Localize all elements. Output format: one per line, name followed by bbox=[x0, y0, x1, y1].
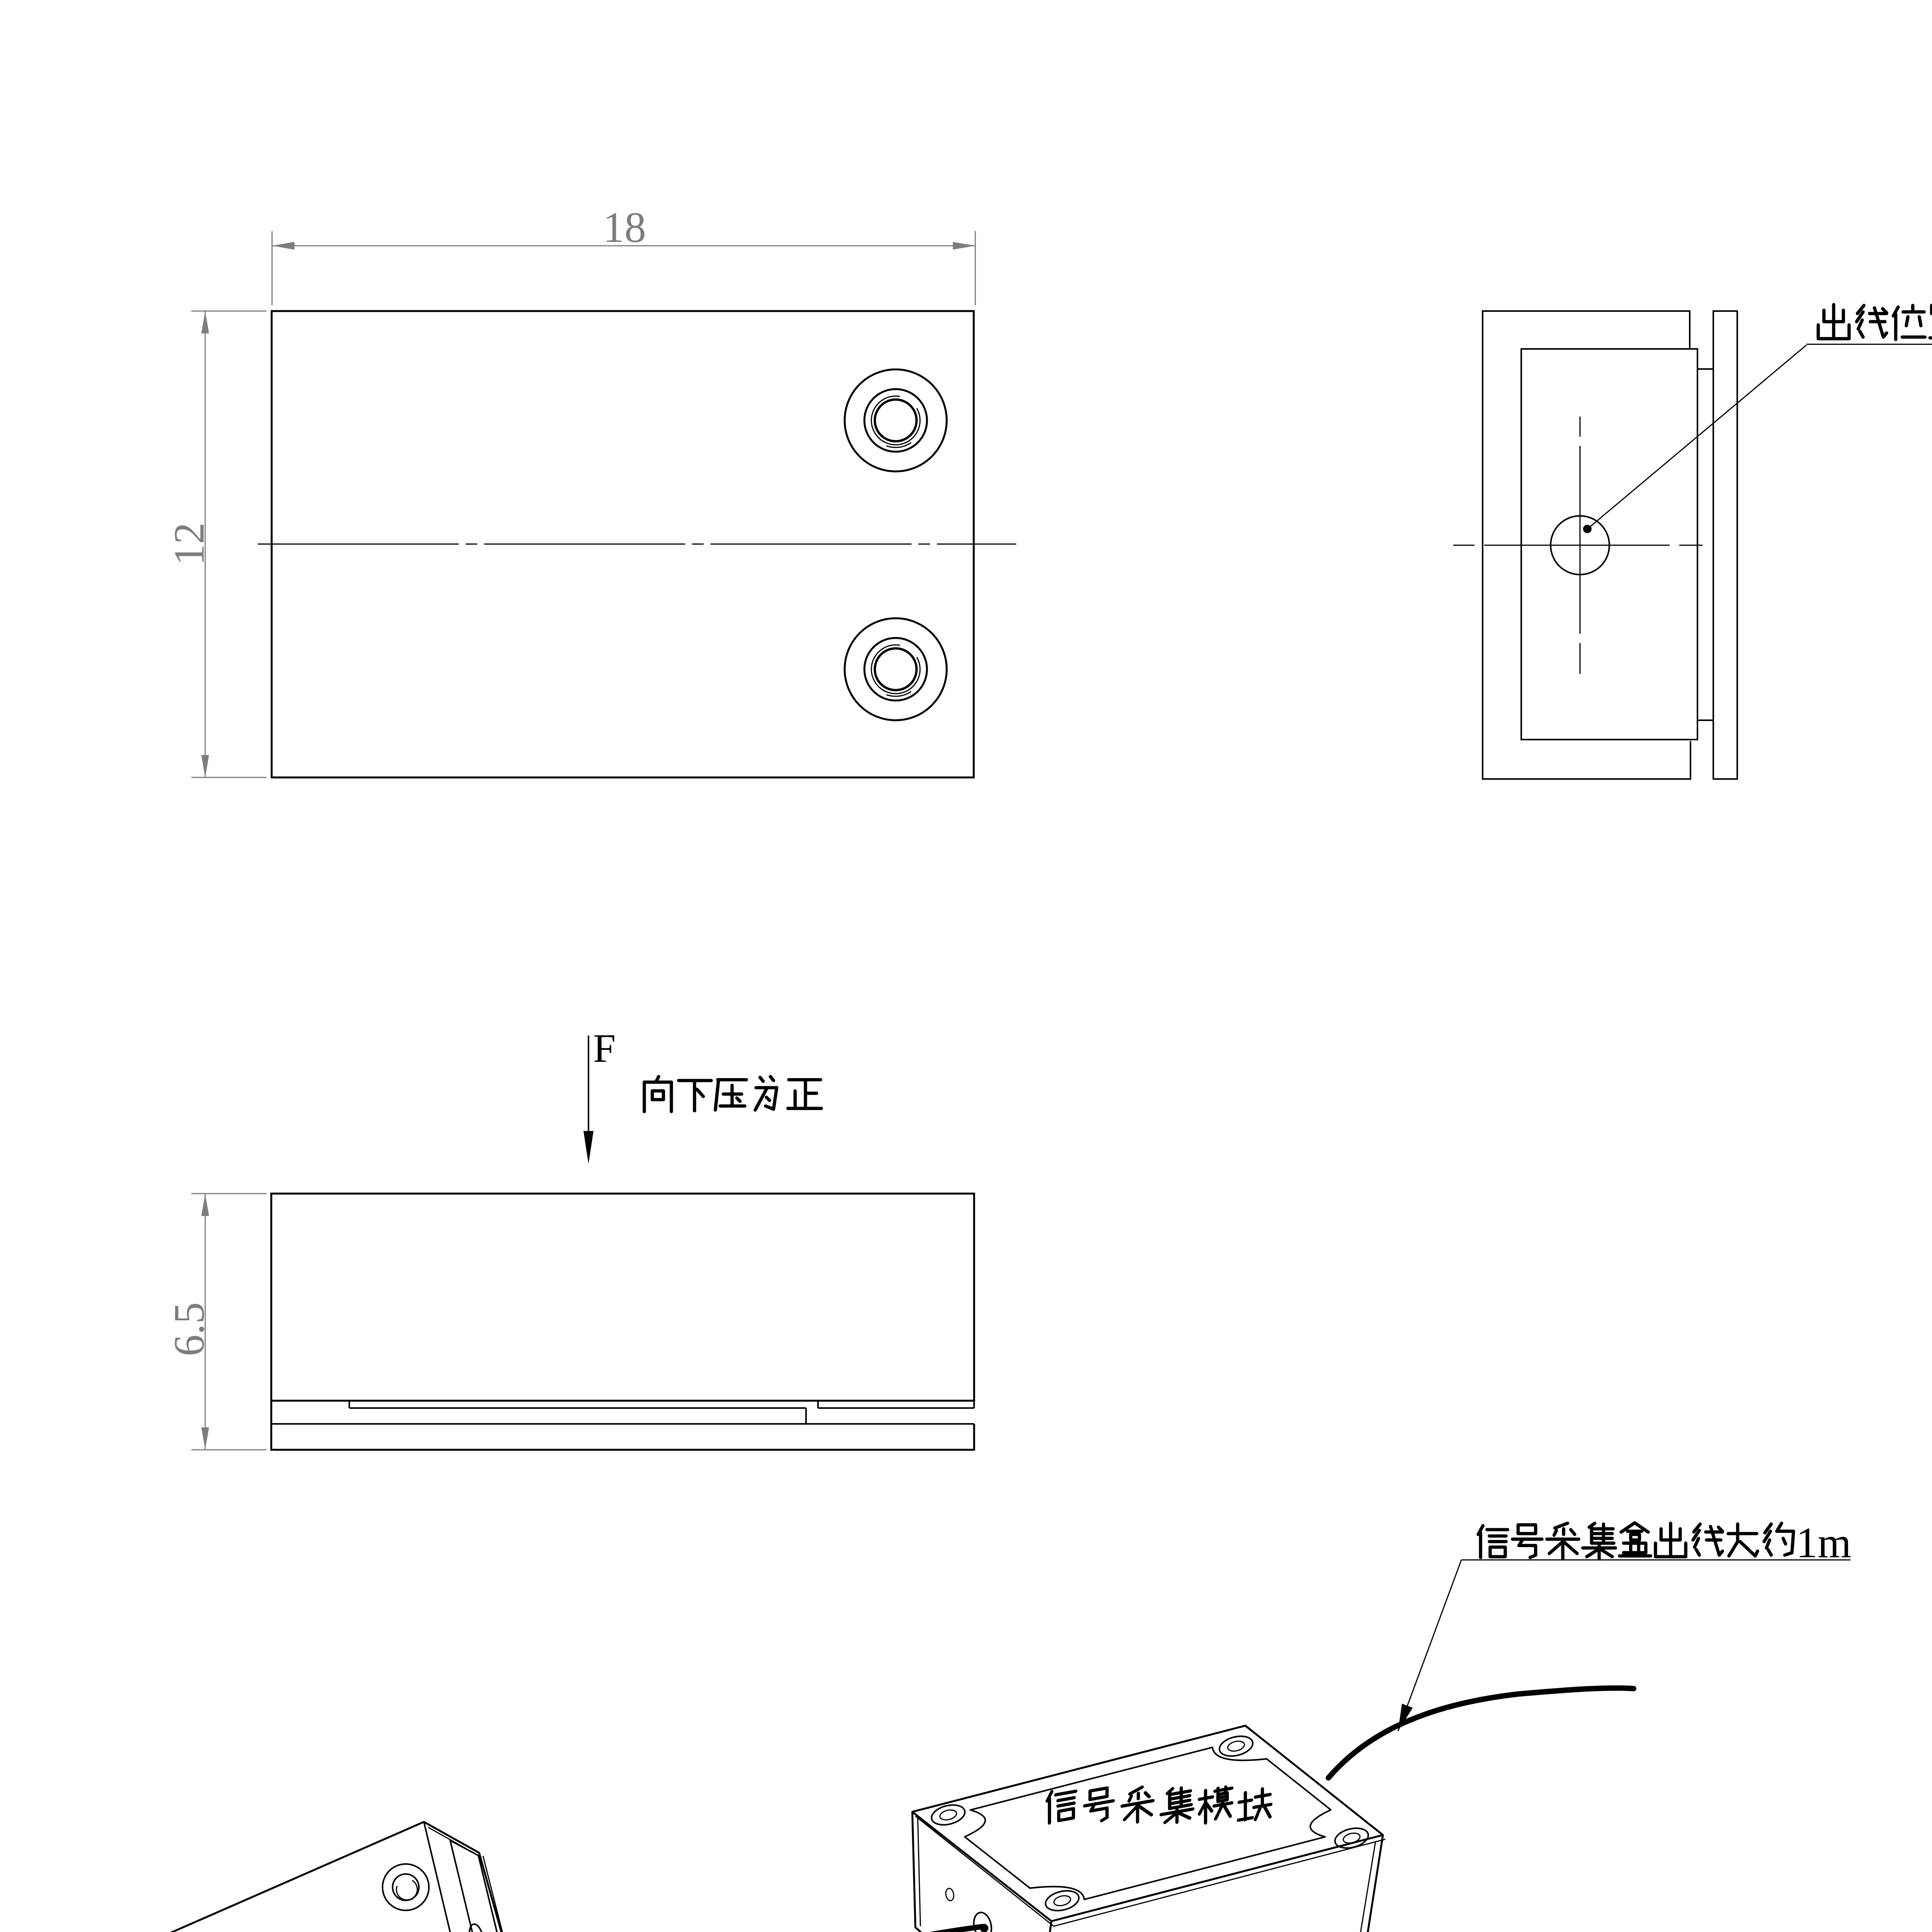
svg-text:1m: 1m bbox=[1796, 1519, 1851, 1567]
svg-text:12: 12 bbox=[165, 522, 213, 566]
svg-text:18: 18 bbox=[603, 204, 646, 252]
svg-text:F: F bbox=[593, 1026, 616, 1071]
svg-text:6.5: 6.5 bbox=[165, 1302, 213, 1356]
